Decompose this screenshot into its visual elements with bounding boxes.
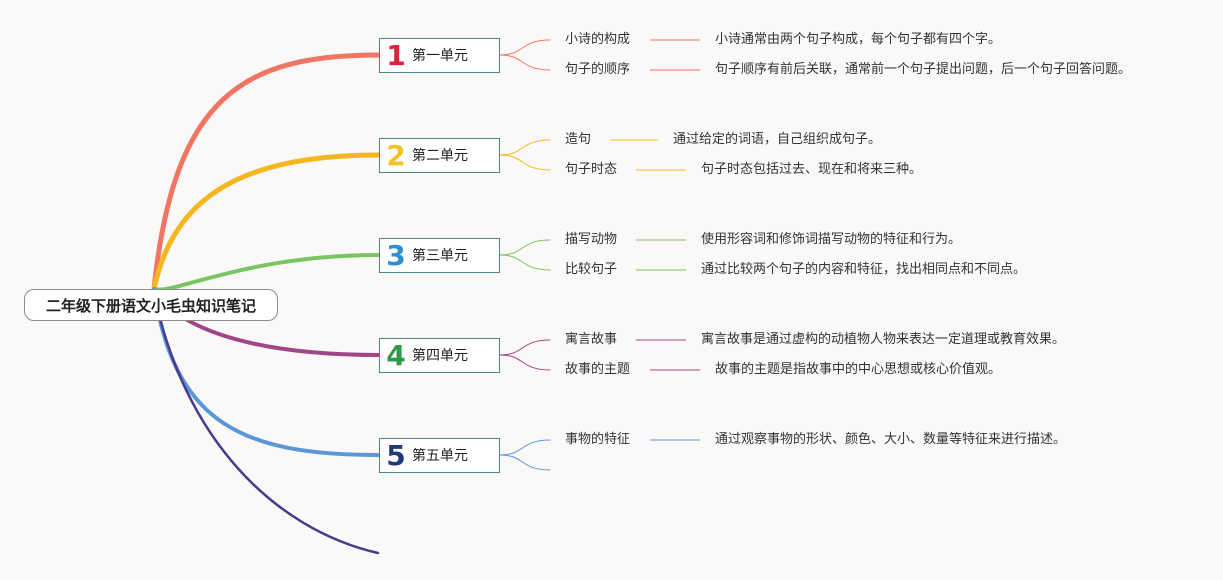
- extra-branch: [152, 291, 380, 555]
- unit-label: 第二单元: [412, 148, 468, 164]
- detail-text[interactable]: 通过观察事物的形状、颜色、大小、数量等特征来进行描述。: [715, 432, 1067, 447]
- central-topic[interactable]: 二年级下册语文小毛虫知识笔记: [24, 289, 278, 321]
- unit-number: 1: [386, 38, 406, 72]
- sub-branch-1-2: [499, 54, 551, 71]
- main-branch-2: [151, 152, 382, 292]
- topic-label[interactable]: 寓言故事: [565, 332, 618, 347]
- unit-label: 第五单元: [412, 448, 468, 464]
- unit-box-3[interactable]: 3 第三单元: [379, 237, 500, 273]
- topic-label[interactable]: 事物的特征: [565, 432, 631, 447]
- unit-label: 第一单元: [412, 48, 468, 64]
- sub-branch-2-2: [499, 154, 551, 171]
- detail-text[interactable]: 句子顺序有前后关联，通常前一个句子提出问题，后一个句子回答问题。: [715, 62, 1132, 77]
- topic-label[interactable]: 故事的主题: [565, 362, 631, 377]
- unit-number: 2: [386, 138, 406, 172]
- sub-branch-5-2: [499, 454, 551, 471]
- topic-label[interactable]: 句子的顺序: [565, 62, 631, 77]
- detail-text[interactable]: 通过比较两个句子的内容和特征，找出相同点和不同点。: [701, 262, 1027, 277]
- sub-branch-2-1: [499, 139, 551, 156]
- sub-branch-1-1: [499, 39, 551, 56]
- sub-branch-4-2: [499, 354, 551, 371]
- detail-text[interactable]: 句子时态包括过去、现在和将来三种。: [701, 162, 923, 177]
- unit-number: 3: [386, 238, 406, 272]
- topic-label[interactable]: 比较句子: [565, 262, 618, 277]
- main-branch-1: [151, 52, 382, 292]
- topic-label[interactable]: 小诗的构成: [565, 32, 631, 47]
- sub-branch-3-1: [499, 239, 551, 256]
- main-branch-3: [152, 253, 381, 292]
- unit-box-1[interactable]: 1 第一单元: [379, 37, 500, 73]
- unit-box-4[interactable]: 4 第四单元: [379, 337, 500, 373]
- topic-label[interactable]: 描写动物: [565, 232, 618, 247]
- unit-box-5[interactable]: 5 第五单元: [379, 437, 500, 473]
- unit-box-2[interactable]: 2 第二单元: [379, 137, 500, 173]
- detail-text[interactable]: 使用形容词和修饰词描写动物的特征和行为。: [701, 232, 962, 247]
- unit-label: 第三单元: [412, 248, 468, 264]
- sub-branch-4-1: [499, 339, 551, 356]
- detail-text[interactable]: 故事的主题是指故事中的中心思想或核心价值观。: [715, 362, 1002, 377]
- unit-number: 5: [386, 438, 406, 472]
- topic-label[interactable]: 句子时态: [565, 162, 618, 177]
- topic-label[interactable]: 造句: [565, 132, 592, 147]
- detail-text[interactable]: 通过给定的词语，自己组织成句子。: [673, 132, 882, 147]
- unit-number: 4: [386, 338, 406, 372]
- unit-label: 第四单元: [412, 348, 468, 364]
- detail-text[interactable]: 寓言故事是通过虚构的动植物人物来表达一定道理或教育效果。: [701, 332, 1066, 347]
- sub-branch-3-2: [499, 254, 551, 271]
- sub-branch-5-1: [499, 439, 551, 456]
- detail-text[interactable]: 小诗通常由两个句子构成，每个句子都有四个字。: [715, 32, 1002, 47]
